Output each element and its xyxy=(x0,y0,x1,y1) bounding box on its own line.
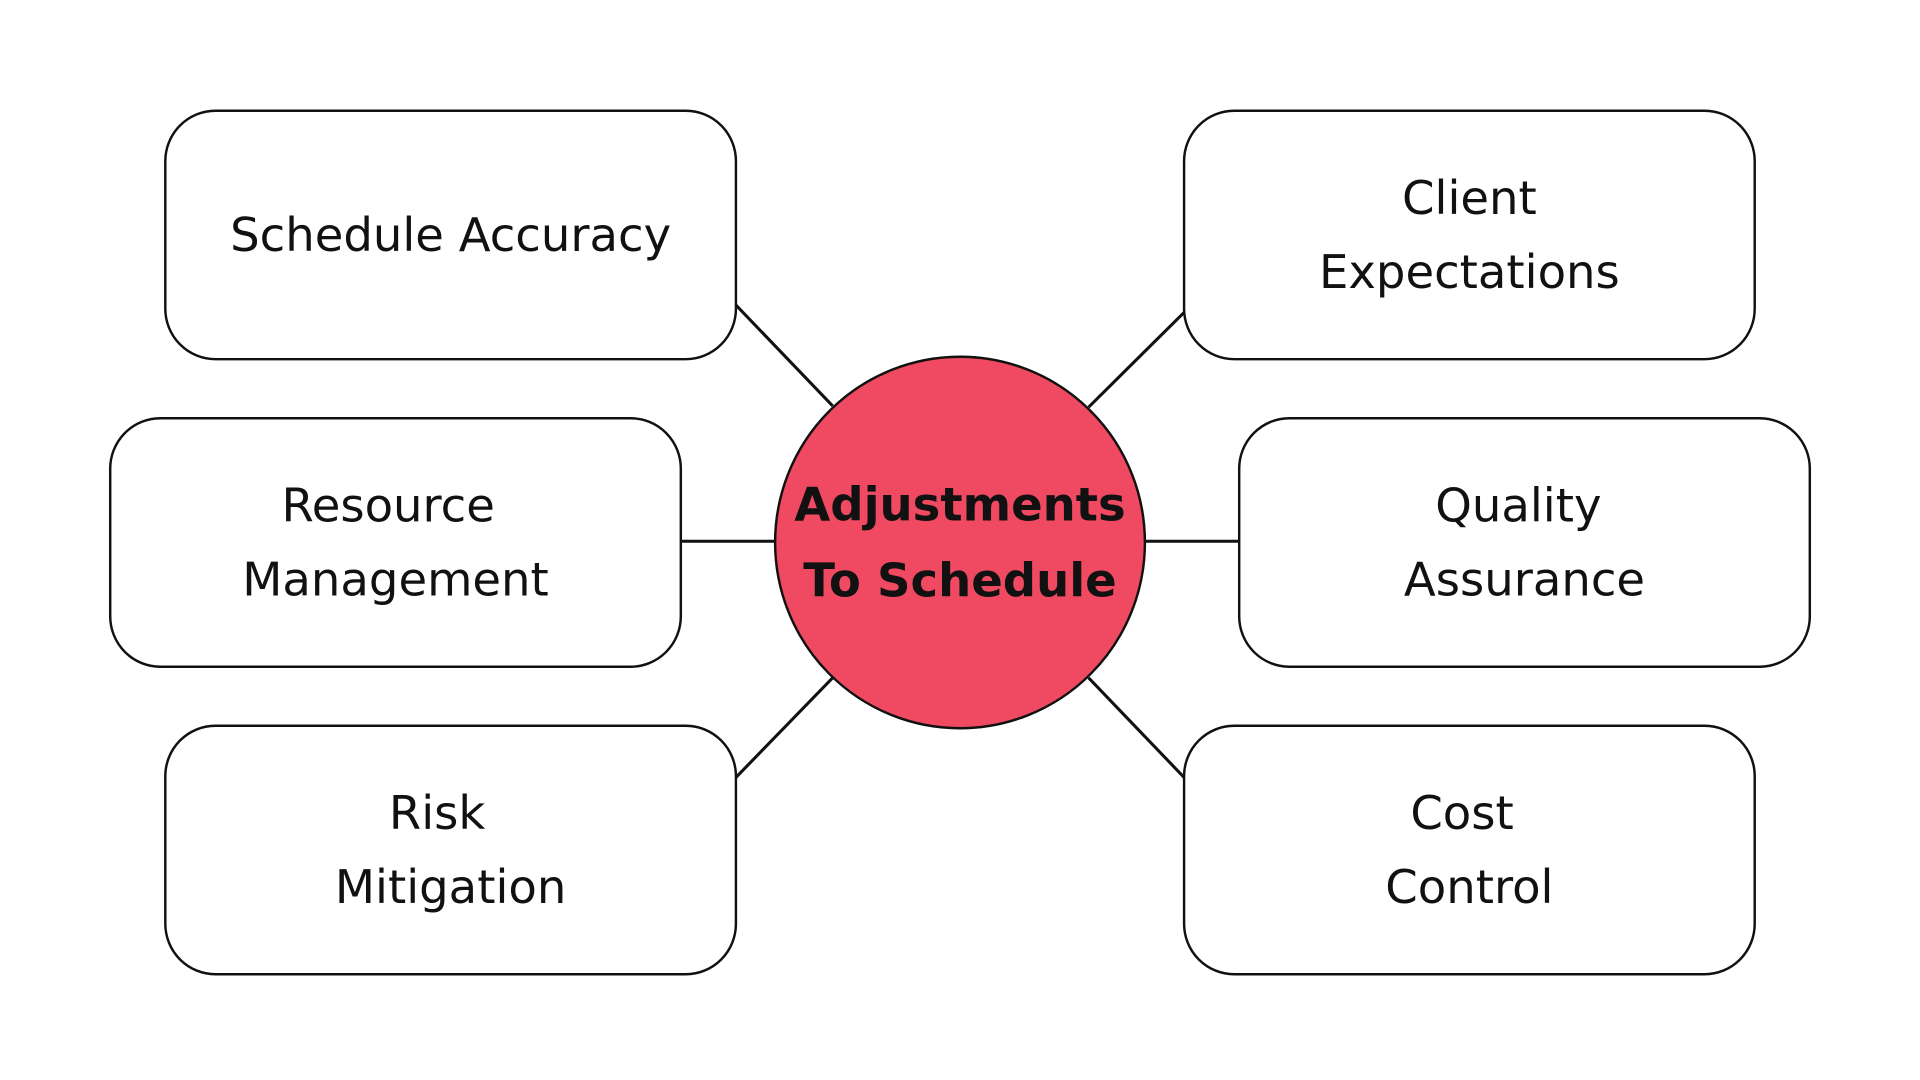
node-quality-assurance: Quality Assurance xyxy=(1237,417,1812,668)
node-cost-control: Cost Control xyxy=(1182,724,1756,976)
node-label-line-1: Risk xyxy=(388,786,486,841)
edge-hub-client-expectations xyxy=(1087,311,1186,409)
node-client-expectations: Client Expectations xyxy=(1182,109,1756,361)
central-hub: Adjustments To Schedule xyxy=(773,355,1147,730)
edge-hub-schedule-accuracy xyxy=(734,303,834,407)
node-label-line-2: Mitigation xyxy=(334,859,567,914)
node-label-line-2: Assurance xyxy=(1403,552,1646,607)
node-resource-management: Resource Management xyxy=(108,417,683,668)
node-label-line-2: Control xyxy=(1385,859,1554,914)
node-label-line-1: Resource xyxy=(281,478,495,533)
node-label-line-2: Management xyxy=(242,552,549,607)
node-schedule-accuracy: Schedule Accuracy xyxy=(164,109,738,361)
hub-label-line-1: Adjustments xyxy=(794,477,1126,532)
node-label-line-1: Quality xyxy=(1435,478,1602,533)
hub-label-line-2: To Schedule xyxy=(803,553,1117,608)
node-risk-mitigation: Risk Mitigation xyxy=(164,724,738,976)
node-label-line-1: Cost xyxy=(1410,786,1514,841)
edge-hub-risk-mitigation xyxy=(734,676,834,779)
node-label-line-2: Expectations xyxy=(1318,244,1620,299)
node-label-line-1: Client xyxy=(1402,170,1537,226)
node-label: Schedule Accuracy xyxy=(230,207,672,263)
edge-hub-cost-control xyxy=(1087,676,1186,779)
